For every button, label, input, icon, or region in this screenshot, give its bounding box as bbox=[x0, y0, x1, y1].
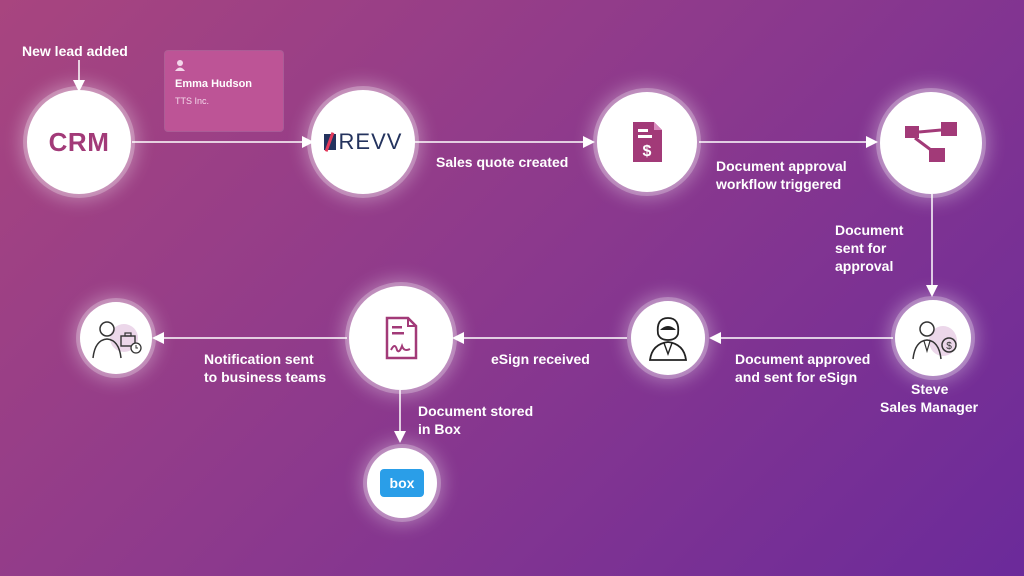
stored-label-line1: Document stored bbox=[418, 403, 534, 419]
invoice-document-icon: $ bbox=[633, 122, 662, 162]
business-team-icon bbox=[92, 321, 142, 359]
sales-manager-icon: $ bbox=[912, 321, 957, 360]
esign-label: eSign received bbox=[491, 351, 590, 367]
signer-node bbox=[631, 301, 705, 375]
revv-wordmark: REVV bbox=[338, 129, 403, 154]
notify-label-line1: Notification sent bbox=[204, 351, 314, 367]
workflow-icon bbox=[905, 122, 957, 162]
quote-label: Sales quote created bbox=[436, 154, 569, 170]
business-team-node bbox=[80, 302, 152, 374]
notify-label-line2: to business teams bbox=[204, 369, 327, 385]
manager-name: Steve bbox=[911, 381, 949, 397]
signed-document-icon bbox=[385, 316, 418, 360]
crm-logo: CRM bbox=[48, 126, 110, 157]
lead-company: TTS Inc. bbox=[175, 96, 210, 106]
approved-label-line2: and sent for eSign bbox=[735, 369, 858, 385]
manager-title: Sales Manager bbox=[880, 399, 979, 415]
sales-manager-node: $ bbox=[895, 300, 971, 376]
workflow-label-line1: Document approval bbox=[716, 158, 847, 174]
stored-label-line2: in Box bbox=[418, 421, 461, 437]
revv-logo: REVV bbox=[323, 129, 403, 155]
lead-name: Emma Hudson bbox=[175, 78, 253, 90]
sent-label-line3: approval bbox=[835, 258, 894, 274]
box-wordmark: box bbox=[389, 475, 415, 491]
user-icon bbox=[175, 60, 185, 71]
lead-card: Emma Hudson TTS Inc. bbox=[165, 51, 283, 131]
svg-text:$: $ bbox=[946, 341, 952, 352]
revv-node: REVV bbox=[311, 90, 415, 194]
revv-mark-icon bbox=[323, 134, 336, 150]
approved-label-line1: Document approved bbox=[735, 351, 871, 367]
workflow-node bbox=[880, 92, 982, 194]
new-lead-label: New lead added bbox=[22, 43, 128, 59]
svg-text:$: $ bbox=[643, 143, 652, 160]
sent-label-line1: Document bbox=[835, 222, 904, 238]
crm-node: CRM bbox=[27, 90, 131, 194]
workflow-label-line2: workflow triggered bbox=[716, 176, 842, 192]
esign-node bbox=[349, 286, 453, 390]
businesswoman-icon bbox=[648, 317, 688, 361]
box-logo: box bbox=[380, 469, 424, 497]
sent-label-line2: sent for bbox=[835, 240, 887, 256]
box-node: box bbox=[367, 448, 437, 518]
quote-node: $ bbox=[597, 92, 697, 192]
